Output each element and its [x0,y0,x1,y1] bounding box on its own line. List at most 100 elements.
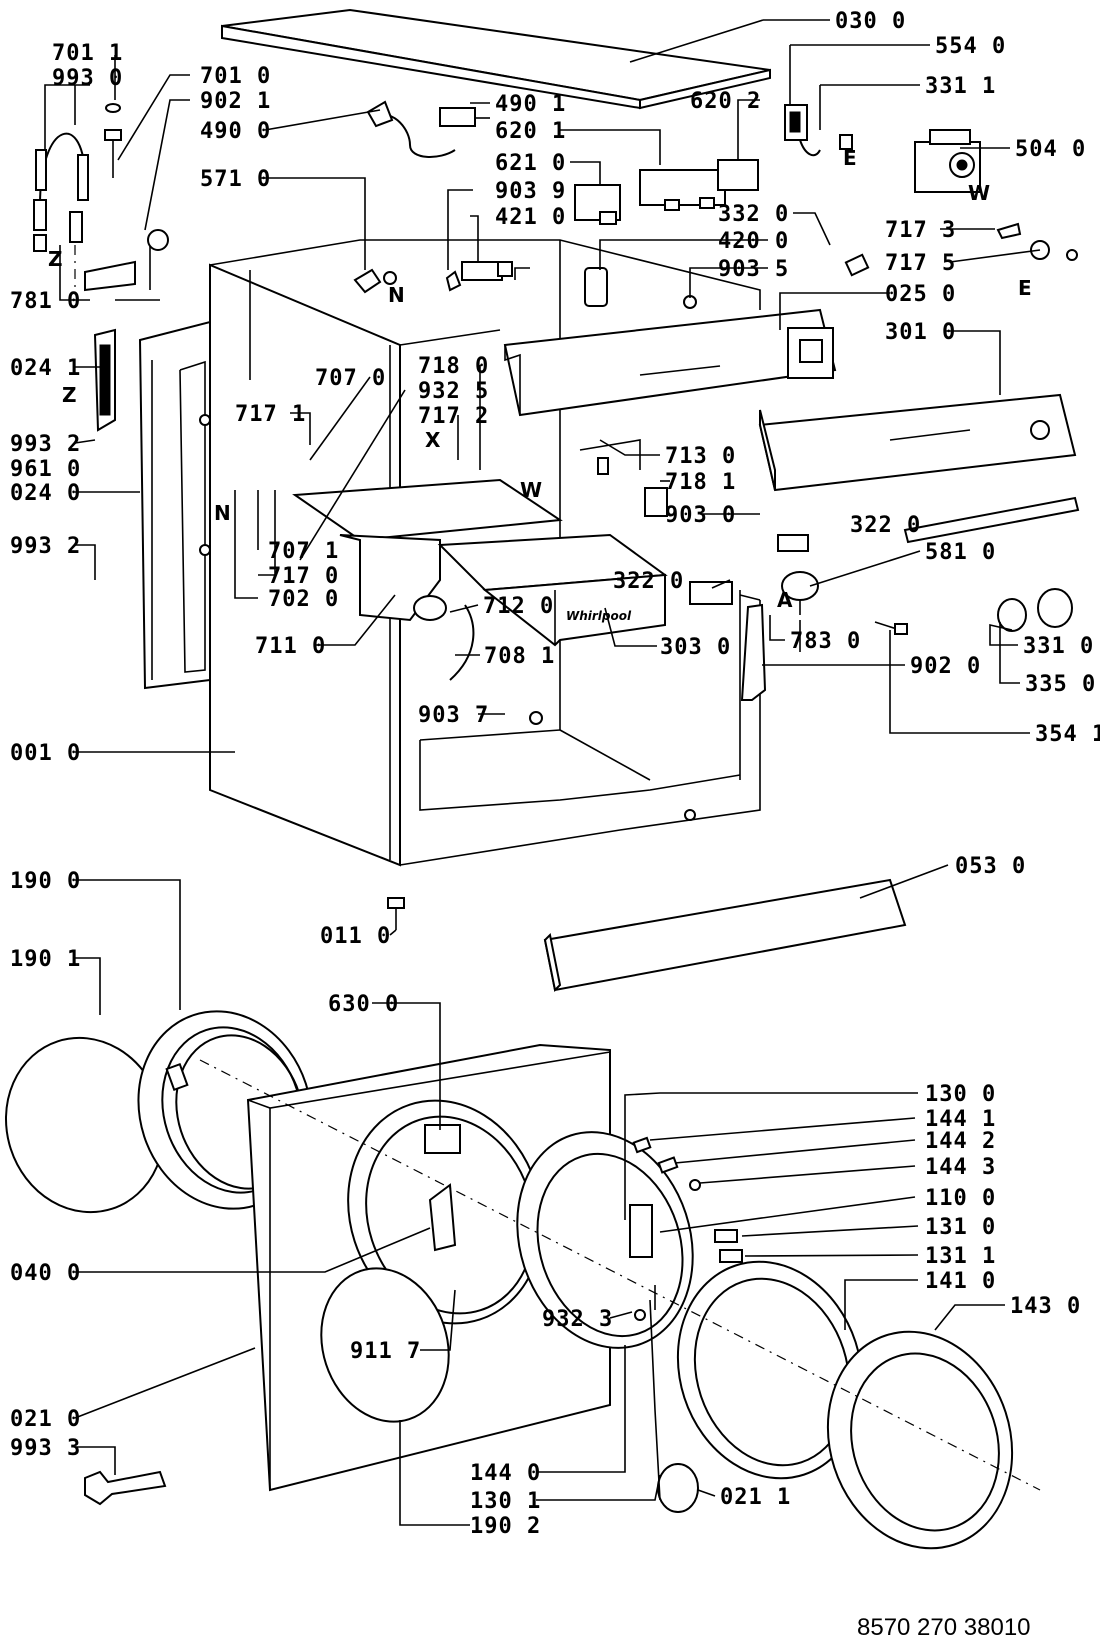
callout-717-2: 717 2 [418,404,489,429]
marker-n-mid: N [214,501,231,525]
terminal-part [353,268,397,294]
callout-144-2: 144 2 [925,1129,996,1154]
callout-708-1: 708 1 [484,644,555,669]
marker-w-top: W [968,181,990,205]
callout-322-0-button: 322 0 [613,569,684,594]
callout-783-0: 783 0 [790,629,861,654]
callout-110-0: 110 0 [925,1186,996,1211]
callout-144-1: 144 1 [925,1107,996,1132]
callout-030-0: 030 0 [835,9,906,34]
door-inner-ring-part [826,1330,1014,1550]
thermostat-part [844,253,870,277]
callout-903-7: 903 7 [418,703,489,728]
callout-620-2: 620 2 [690,89,761,114]
wrench-tool-part [84,1470,167,1506]
callout-301-0: 301 0 [885,320,956,345]
callout-024-0: 024 0 [10,481,81,506]
side-panel-part [138,320,211,690]
callout-322-0-panel: 322 0 [850,513,921,538]
callout-571-0: 571 0 [200,167,271,192]
inlet-valve-part [461,261,530,281]
callout-354-1: 354 1 [1035,722,1100,747]
bracket-part [740,603,767,701]
door-outer-ring-part [676,1260,864,1480]
callout-025-0: 025 0 [885,282,956,307]
callout-131-0: 131 0 [925,1215,996,1240]
callout-903-9: 903 9 [495,179,566,204]
dispenser-housing-part [292,478,563,681]
marker-z-mid: Z [62,383,77,407]
switch-part [839,134,853,162]
control-panel-part [758,393,1077,492]
callout-707-0: 707 0 [315,366,386,391]
callout-702-0: 702 0 [268,587,339,612]
callout-421-0: 421 0 [495,205,566,230]
callout-717-5: 717 5 [885,251,956,276]
callout-141-0: 141 0 [925,1269,996,1294]
callout-993-3: 993 3 [10,1436,81,1461]
callout-021-1: 021 1 [720,1485,791,1510]
callout-303-0: 303 0 [660,635,731,660]
callout-712-0: 712 0 [483,594,554,619]
spring-assembly-part [33,103,169,301]
callout-331-0: 331 0 [1023,634,1094,659]
callout-911-7: 911 7 [350,1339,421,1364]
marker-n-top: N [388,283,405,307]
callout-718-1: 718 1 [665,470,736,495]
callout-490-1: 490 1 [495,92,566,117]
callout-781-0: 781 0 [10,289,81,314]
panel-strip-part [903,496,1080,544]
callout-190-2: 190 2 [470,1514,541,1539]
hinge-plate-part [93,328,116,432]
callout-717-1: 717 1 [235,402,306,427]
callout-630-0: 630 0 [328,992,399,1017]
callout-011-0: 011 0 [320,924,391,949]
door-lock-part [784,104,821,157]
callout-993-0: 993 0 [52,66,123,91]
dispenser-drawer-part [437,533,668,647]
callout-144-0: 144 0 [470,1461,541,1486]
capacitor-part [584,267,608,307]
callout-701-1: 701 1 [52,41,123,66]
callout-707-1: 707 1 [268,539,339,564]
callout-902-0: 902 0 [910,654,981,679]
plinth-part [543,878,907,993]
callout-961-0: 961 0 [10,457,81,482]
screw-part [387,270,697,930]
callout-190-0: 190 0 [10,869,81,894]
callout-335-0: 335 0 [1025,672,1096,697]
callout-993-2-top: 993 2 [10,432,81,457]
callout-190-1: 190 1 [10,947,81,972]
callout-130-0: 130 0 [925,1082,996,1107]
knob-part [997,588,1073,632]
callout-713-0: 713 0 [665,444,736,469]
callout-717-3: 717 3 [885,218,956,243]
wire-connector-part [874,621,908,635]
door-handle-part [657,1463,699,1513]
callout-331-1: 331 1 [925,74,996,99]
leader-lines [44,19,1041,1526]
letter-markers: E E W W Z Z N N X A [48,146,1032,612]
marker-a: A [777,588,793,612]
callout-717-0: 717 0 [268,564,339,589]
callout-024-1: 024 1 [10,356,81,381]
callout-040-0: 040 0 [10,1261,81,1286]
callout-144-3: 144 3 [925,1155,996,1180]
callout-902-1: 902 1 [200,89,271,114]
pressure-switch-part [781,571,819,615]
callout-903-0: 903 0 [665,503,736,528]
callout-130-1: 130 1 [470,1489,541,1514]
callout-021-0: 021 0 [10,1407,81,1432]
callout-143-0: 143 0 [1010,1294,1081,1319]
callout-993-2-bottom: 993 2 [10,534,81,559]
callout-620-1: 620 1 [495,119,566,144]
worktop-part [221,8,771,110]
marker-w-mid: W [520,478,542,502]
callout-932-5: 932 5 [418,379,489,404]
callout-332-0: 332 0 [718,202,789,227]
callout-581-0: 581 0 [925,540,996,565]
marker-z-top: Z [48,247,63,271]
callout-711-0: 711 0 [255,634,326,659]
callout-504-0: 504 0 [1015,137,1086,162]
